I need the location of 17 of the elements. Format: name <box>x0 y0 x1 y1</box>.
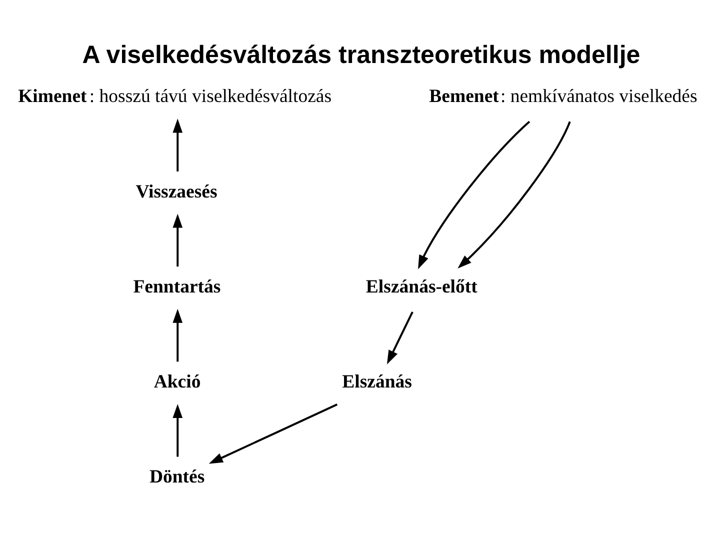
node-text: Döntés <box>149 466 205 488</box>
arrow <box>458 120 571 268</box>
arrow <box>208 403 338 464</box>
node-text: Visszaesés <box>136 180 218 202</box>
node-text: Fenntartás <box>133 276 221 297</box>
arrow <box>172 213 183 266</box>
arrow <box>172 118 183 171</box>
node-text: Elszánás <box>342 371 412 392</box>
arrow <box>172 403 183 456</box>
node-text: Kimenet: hosszú távú viselkedésváltozás <box>18 86 332 107</box>
node-text: Akció <box>154 371 201 392</box>
node-text: Bemenet: nemkívánatos viselkedés <box>429 86 698 107</box>
arrow <box>386 310 414 364</box>
diagram-title: A viselkedésváltozás transzteoretikus modellje <box>82 40 640 68</box>
arrow <box>172 308 183 362</box>
arrow <box>418 120 530 269</box>
node-text: Elszánás-előtt <box>366 276 478 297</box>
